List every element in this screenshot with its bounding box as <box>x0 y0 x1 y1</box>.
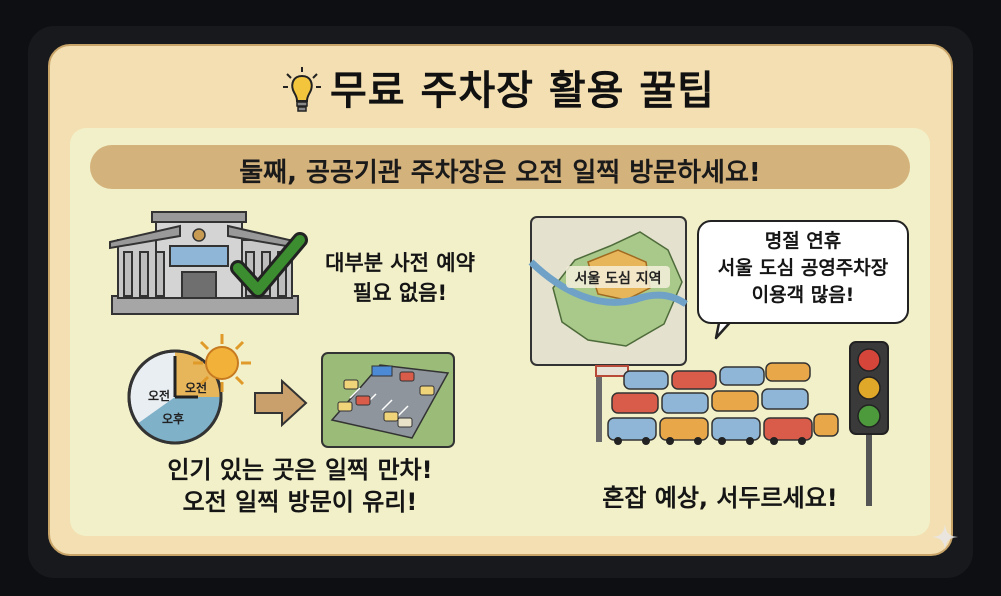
sun-icon <box>193 334 251 392</box>
no-reservation-text: 대부분 사전 예약 필요 없음! <box>300 248 500 308</box>
traffic-light-icon <box>849 341 889 506</box>
clock-icon: 오전 오전 오후 <box>127 349 223 445</box>
holiday-text: 명절 연휴 서울 도심 공영주차장 이용객 많음! <box>697 228 909 309</box>
seoul-map-illustration: 서울 도심 지역 <box>528 216 688 366</box>
lightbulb-icon <box>283 67 321 112</box>
sparkle-icon <box>932 524 958 550</box>
no-reservation-line-2: 필요 없음! <box>352 281 448 305</box>
early-visit-text: 인기 있는 곳은 일찍 만차! 오전 일찍 방문이 유리! <box>140 454 460 518</box>
clock-pm-label: 오후 <box>162 411 184 426</box>
content-panel <box>70 128 930 536</box>
holiday-line-1: 명절 연휴 <box>764 230 842 252</box>
subtitle-banner <box>90 145 910 189</box>
holiday-line-3: 이용객 많음! <box>751 284 855 306</box>
clock-am-label: 오전 <box>148 388 170 403</box>
subtitle-text: 둘째, 공공기관 주차장은 오전 일찍 방문하세요! <box>239 158 761 188</box>
holiday-line-2: 서울 도심 공영주차장 <box>717 257 889 279</box>
arrow-right-icon <box>254 378 308 428</box>
public-building-icon <box>109 211 299 315</box>
early-visit-line-1: 인기 있는 곳은 일찍 만차! <box>167 456 433 484</box>
map-label: 서울 도심 지역 <box>574 270 661 287</box>
speech-bubble <box>697 220 909 324</box>
parking-lot-illustration <box>321 352 455 448</box>
early-visit-line-2: 오전 일찍 방문이 유리! <box>182 488 418 516</box>
no-reservation-line-1: 대부분 사전 예약 <box>325 251 475 275</box>
hurry-text: 혼잡 예상, 서두르세요! <box>602 484 838 512</box>
page-title: 무료 주차장 활용 꿀팁 <box>330 68 715 114</box>
traffic-jam-illustration <box>607 362 839 445</box>
